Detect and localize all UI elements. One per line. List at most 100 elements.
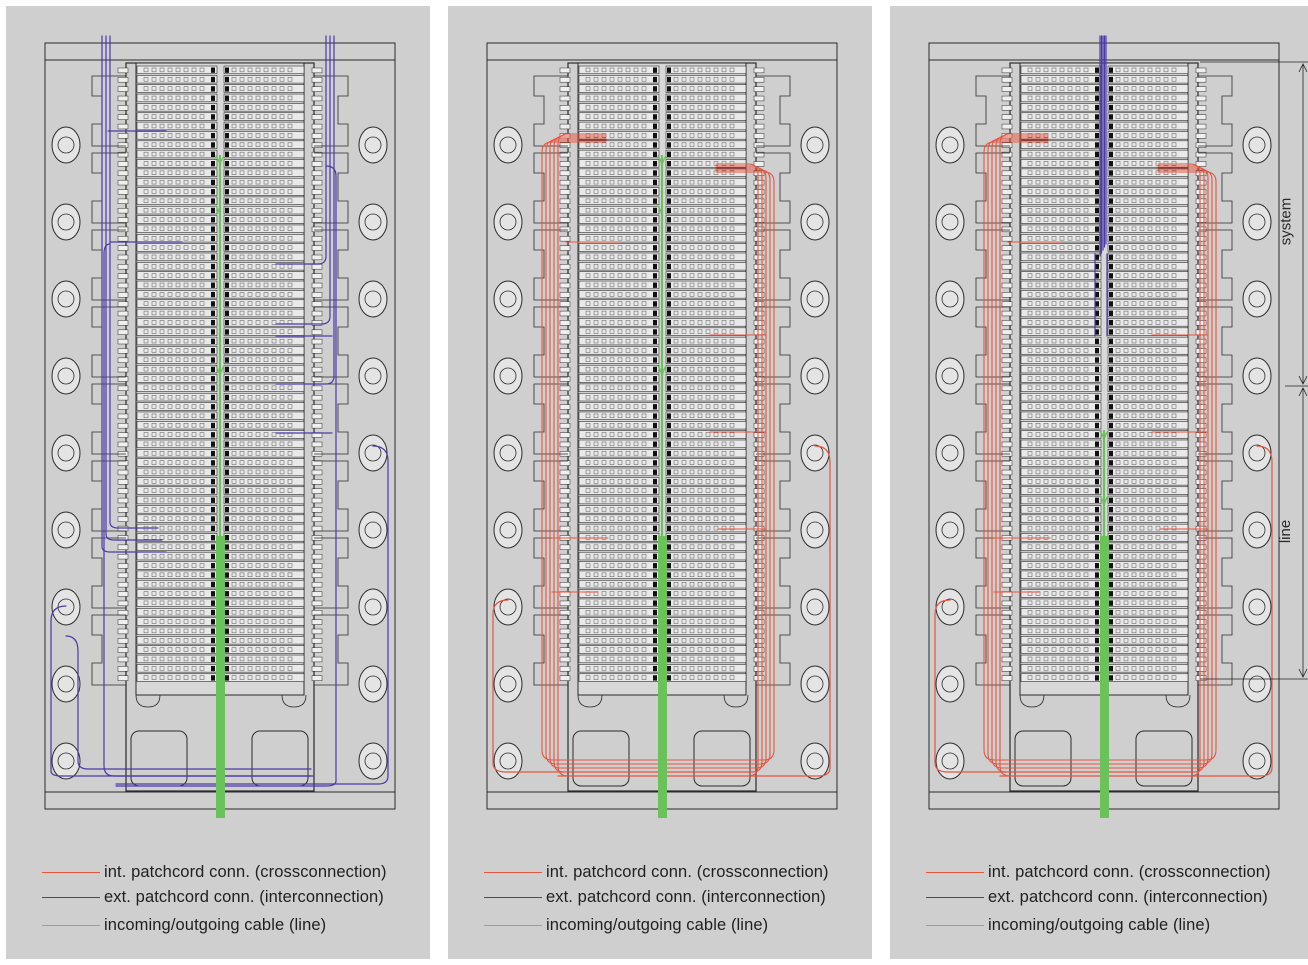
port (681, 179, 687, 185)
port (729, 77, 735, 82)
port (151, 198, 157, 203)
port (1051, 329, 1057, 334)
cable-guide-hole (499, 521, 517, 539)
side-tab (559, 553, 571, 560)
side-tab (1001, 563, 1013, 569)
port (625, 395, 631, 400)
port (1059, 535, 1065, 540)
connector (653, 263, 657, 270)
port (1067, 105, 1073, 110)
connector (225, 170, 229, 176)
port (681, 488, 687, 493)
port (729, 404, 735, 409)
port (1139, 217, 1145, 222)
port (1083, 105, 1089, 110)
connector (653, 422, 657, 429)
port (689, 423, 695, 428)
port (713, 563, 719, 568)
port (287, 553, 293, 559)
module-left (1020, 411, 1102, 421)
port (641, 170, 647, 175)
port (1067, 656, 1073, 662)
port (721, 460, 727, 465)
port (1115, 282, 1121, 288)
side-tab (117, 582, 129, 588)
port (1131, 553, 1137, 559)
port (231, 497, 237, 503)
port (279, 133, 285, 138)
port (681, 123, 687, 129)
port (1155, 320, 1161, 325)
port (151, 338, 157, 344)
port (729, 366, 735, 372)
port (1163, 451, 1169, 456)
port (159, 469, 165, 475)
connector (211, 497, 215, 503)
port (1171, 357, 1177, 362)
module-left (1020, 271, 1102, 280)
port (689, 179, 695, 185)
port (1067, 423, 1073, 428)
side-tab (117, 591, 129, 597)
module-left (1020, 346, 1102, 355)
port (271, 582, 277, 587)
port (151, 86, 157, 91)
port (1083, 226, 1089, 232)
module-left (578, 486, 660, 495)
port (1051, 572, 1057, 578)
connector (667, 637, 671, 644)
port (1051, 320, 1057, 325)
port (681, 105, 687, 110)
port (641, 282, 647, 288)
port (585, 582, 591, 587)
port (247, 236, 253, 241)
port (1059, 656, 1065, 662)
port (1083, 572, 1089, 578)
port (1163, 226, 1169, 232)
port (1131, 460, 1137, 465)
module-left (136, 673, 218, 682)
port (625, 610, 631, 615)
side-tab (559, 460, 571, 466)
port (1155, 582, 1161, 587)
port (593, 460, 599, 465)
module-left (1020, 607, 1102, 617)
port (271, 572, 277, 578)
port (1059, 469, 1065, 475)
port (1075, 366, 1081, 372)
port (729, 610, 735, 615)
port (689, 507, 695, 512)
port (271, 600, 277, 606)
legend-item-crossconnection: int. patchcord conn. (crossconnection) (926, 861, 1271, 883)
port (1147, 516, 1153, 521)
port (1163, 582, 1169, 587)
port (625, 385, 631, 390)
port (721, 245, 727, 250)
port (143, 441, 149, 447)
side-tab (311, 320, 323, 326)
port (1027, 217, 1033, 222)
port (617, 105, 623, 110)
side-tab (117, 301, 129, 307)
port (1027, 105, 1033, 110)
port (279, 86, 285, 91)
port (697, 282, 703, 288)
port (287, 254, 293, 260)
port (167, 254, 173, 260)
port (1123, 273, 1129, 278)
port (271, 264, 277, 269)
port (199, 544, 205, 549)
port (183, 488, 189, 493)
port (681, 675, 687, 680)
port (287, 142, 293, 147)
connector (1095, 329, 1099, 335)
port (633, 432, 639, 437)
port (1051, 376, 1057, 381)
port (183, 77, 189, 82)
port (183, 507, 189, 512)
port (729, 376, 735, 381)
port (199, 385, 205, 390)
port (729, 656, 735, 662)
port (1075, 488, 1081, 493)
port (271, 67, 277, 73)
